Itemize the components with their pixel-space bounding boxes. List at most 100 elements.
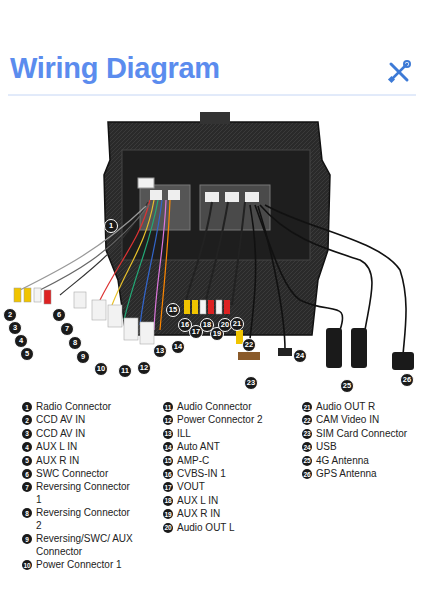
radio-connector (138, 178, 154, 188)
callout-number: 12 (163, 415, 173, 425)
legend-entry: 9Reversing/SWC/ AUX Connector (22, 533, 157, 558)
legend-entry: 4AUX L IN (22, 441, 157, 454)
part-name: Audio OUT R (316, 401, 375, 414)
gps-antenna (392, 352, 414, 370)
part-name: ILL (177, 428, 191, 441)
callout-number: 7 (22, 482, 32, 492)
plug (225, 192, 239, 202)
part-name: CAM Video IN (316, 414, 379, 427)
page-title: Wiring Diagram (10, 52, 220, 85)
callout-text: 24 (296, 352, 304, 360)
callout-number: 4 (22, 442, 32, 452)
callout-number: 5 (20, 347, 34, 361)
legend-entry: 22CAM Video IN (302, 414, 424, 427)
callout-text: 4 (19, 337, 23, 345)
legend-entry: 15AMP-C (163, 455, 298, 468)
legend-entry: 26 GPS Antenna (302, 468, 424, 481)
plug (245, 192, 259, 202)
part-name: AUX R IN (36, 455, 79, 468)
callout-number: 25 (302, 456, 312, 466)
callout-text: 10 (97, 365, 105, 373)
callout-number: 15 (166, 303, 180, 317)
part-name: CCD AV IN (36, 428, 85, 441)
callout-number: 5 (22, 456, 32, 466)
part-name: CCD AV IN (36, 414, 85, 427)
part-name: SIM Card Connector (316, 428, 407, 441)
tools-icon (388, 61, 410, 83)
legend-entry: 5 AUX R IN (22, 455, 157, 468)
callout-text: 7 (65, 325, 69, 333)
part-name: Audio OUT L (177, 522, 235, 535)
plug (168, 190, 180, 200)
callout-number: 9 (76, 350, 90, 364)
wire-harness (20, 200, 406, 355)
callout-text: 1 (109, 222, 113, 230)
plug (150, 190, 162, 200)
part-name: CVBS-IN 1 (177, 468, 226, 481)
callout-number: 21 (230, 317, 244, 331)
part-name: GPS Antenna (316, 468, 377, 481)
callout-text: 26 (403, 376, 411, 384)
rca-plugs-centre (184, 300, 243, 344)
legend-entry: 16 CVBS-IN 1 (163, 468, 298, 481)
legend-entry: 19AUX R IN (163, 508, 298, 521)
callout-number: 24 (302, 442, 312, 452)
callout-text: 5 (25, 350, 29, 358)
callout-text: 20 (221, 321, 229, 329)
legend-entry: 21 Audio OUT R (302, 401, 424, 414)
legend-entry: 13ILL (163, 428, 298, 441)
callout-number: 22 (242, 338, 256, 352)
callout-number: 11 (163, 402, 173, 412)
legend-entry: 11Audio Connector (163, 401, 298, 414)
callout-number: 21 (302, 402, 312, 412)
callout-number: 13 (153, 344, 167, 358)
callout-number: 15 (163, 456, 173, 466)
callout-text: 17 (192, 328, 200, 336)
legend-entry: 1Radio Connector (22, 401, 157, 414)
callout-number: 3 (22, 429, 32, 439)
callout-text: 8 (73, 339, 77, 347)
legend-entry: 3 CCD AV IN (22, 428, 157, 441)
callout-number: 25 (340, 379, 354, 393)
callout-number: 12 (137, 361, 151, 375)
callout-text: 2 (8, 311, 12, 319)
part-name: Auto ANT (177, 441, 220, 454)
callout-number: 8 (68, 336, 82, 350)
callout-number: 26 (302, 469, 312, 479)
4g-antenna (351, 328, 367, 368)
callout-number: 8 (22, 508, 32, 518)
callout-text: 18 (203, 321, 211, 329)
callout-number: 14 (163, 442, 173, 452)
callout-number: 19 (163, 509, 173, 519)
callout-number: 17 (163, 482, 173, 492)
back-panel (122, 150, 310, 260)
part-name: Reversing Connector 2 (36, 507, 136, 532)
legend-entry: 25 4G Antenna (302, 455, 424, 468)
callout-number: 2 (3, 308, 17, 322)
callout-text: 23 (247, 379, 255, 387)
callout-number: 9 (22, 534, 32, 544)
callout-text: 13 (156, 347, 164, 355)
sim-connector (238, 352, 260, 360)
callout-text: 11 (121, 367, 129, 375)
callout-number: 3 (8, 321, 22, 335)
callout-text: 15 (169, 306, 177, 314)
callout-number: 16 (163, 469, 173, 479)
top-bracket (200, 112, 230, 124)
part-name: VOUT (177, 481, 205, 494)
callout-text: 22 (245, 341, 253, 349)
callout-number: 26 (400, 373, 414, 387)
legend-entry: 7 Reversing Connector 1 (22, 481, 157, 506)
callout-number: 23 (244, 376, 258, 390)
white-connectors (74, 292, 154, 344)
callout-number: 1 (104, 219, 118, 233)
callout-number: 1 (22, 402, 32, 412)
part-name: Power Connector 1 (36, 559, 122, 572)
part-name: Reversing Connector 1 (36, 481, 136, 506)
callout-text: 21 (233, 320, 241, 328)
callout-text: 12 (140, 364, 148, 372)
callout-text: 19 (213, 330, 221, 338)
part-name: Power Connector 2 (177, 414, 263, 427)
part-name: 4G Antenna (316, 455, 369, 468)
